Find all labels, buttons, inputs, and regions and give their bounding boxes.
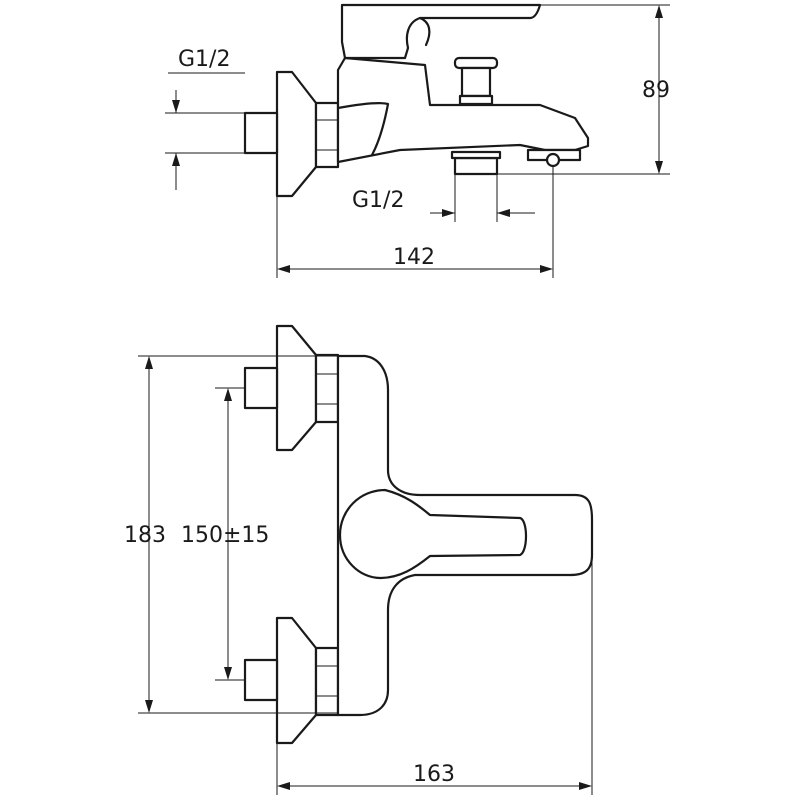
wall-flange-side bbox=[275, 70, 318, 198]
upper-nut bbox=[314, 353, 340, 424]
lower-inlet bbox=[243, 658, 279, 702]
upper-flange bbox=[275, 324, 318, 452]
label-150: 150±15 bbox=[181, 523, 269, 548]
label-142: 142 bbox=[393, 245, 435, 270]
front-view bbox=[138, 324, 594, 795]
diverter-stem bbox=[460, 66, 492, 98]
diverter-base bbox=[458, 94, 494, 106]
handle-side bbox=[340, 3, 542, 60]
hex-nut-side bbox=[314, 101, 340, 169]
label-g12-bottom: G1/2 bbox=[352, 188, 404, 213]
label-163: 163 bbox=[413, 762, 455, 787]
label-g12-top: G1/2 bbox=[178, 47, 230, 72]
label-183: 183 bbox=[124, 523, 166, 548]
mixer-body-side bbox=[336, 56, 590, 164]
shower-outlet bbox=[453, 156, 499, 176]
lower-flange bbox=[275, 616, 318, 745]
label-89: 89 bbox=[642, 78, 670, 103]
lower-nut bbox=[314, 646, 340, 717]
inlet-stub-side bbox=[243, 111, 279, 155]
upper-inlet bbox=[243, 366, 279, 410]
lever-handle bbox=[338, 488, 528, 580]
diverter-cap bbox=[453, 56, 499, 70]
side-view bbox=[165, 3, 670, 278]
